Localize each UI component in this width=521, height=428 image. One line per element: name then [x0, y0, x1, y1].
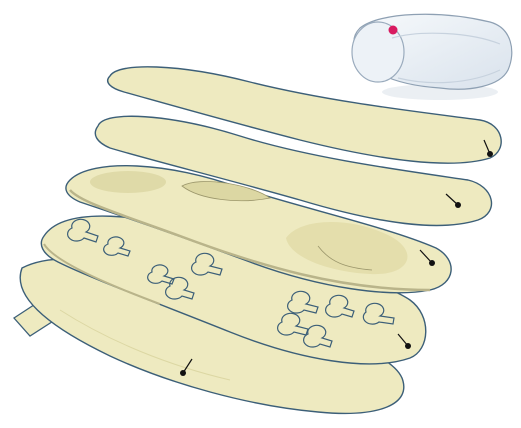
sensor-marker: [405, 343, 411, 349]
contoured-marker: [429, 260, 435, 266]
base-marker: [180, 370, 186, 376]
wireless-module: [352, 14, 512, 100]
top-marker: [487, 151, 493, 157]
second-marker: [455, 202, 461, 208]
power-button-icon: [389, 26, 398, 35]
